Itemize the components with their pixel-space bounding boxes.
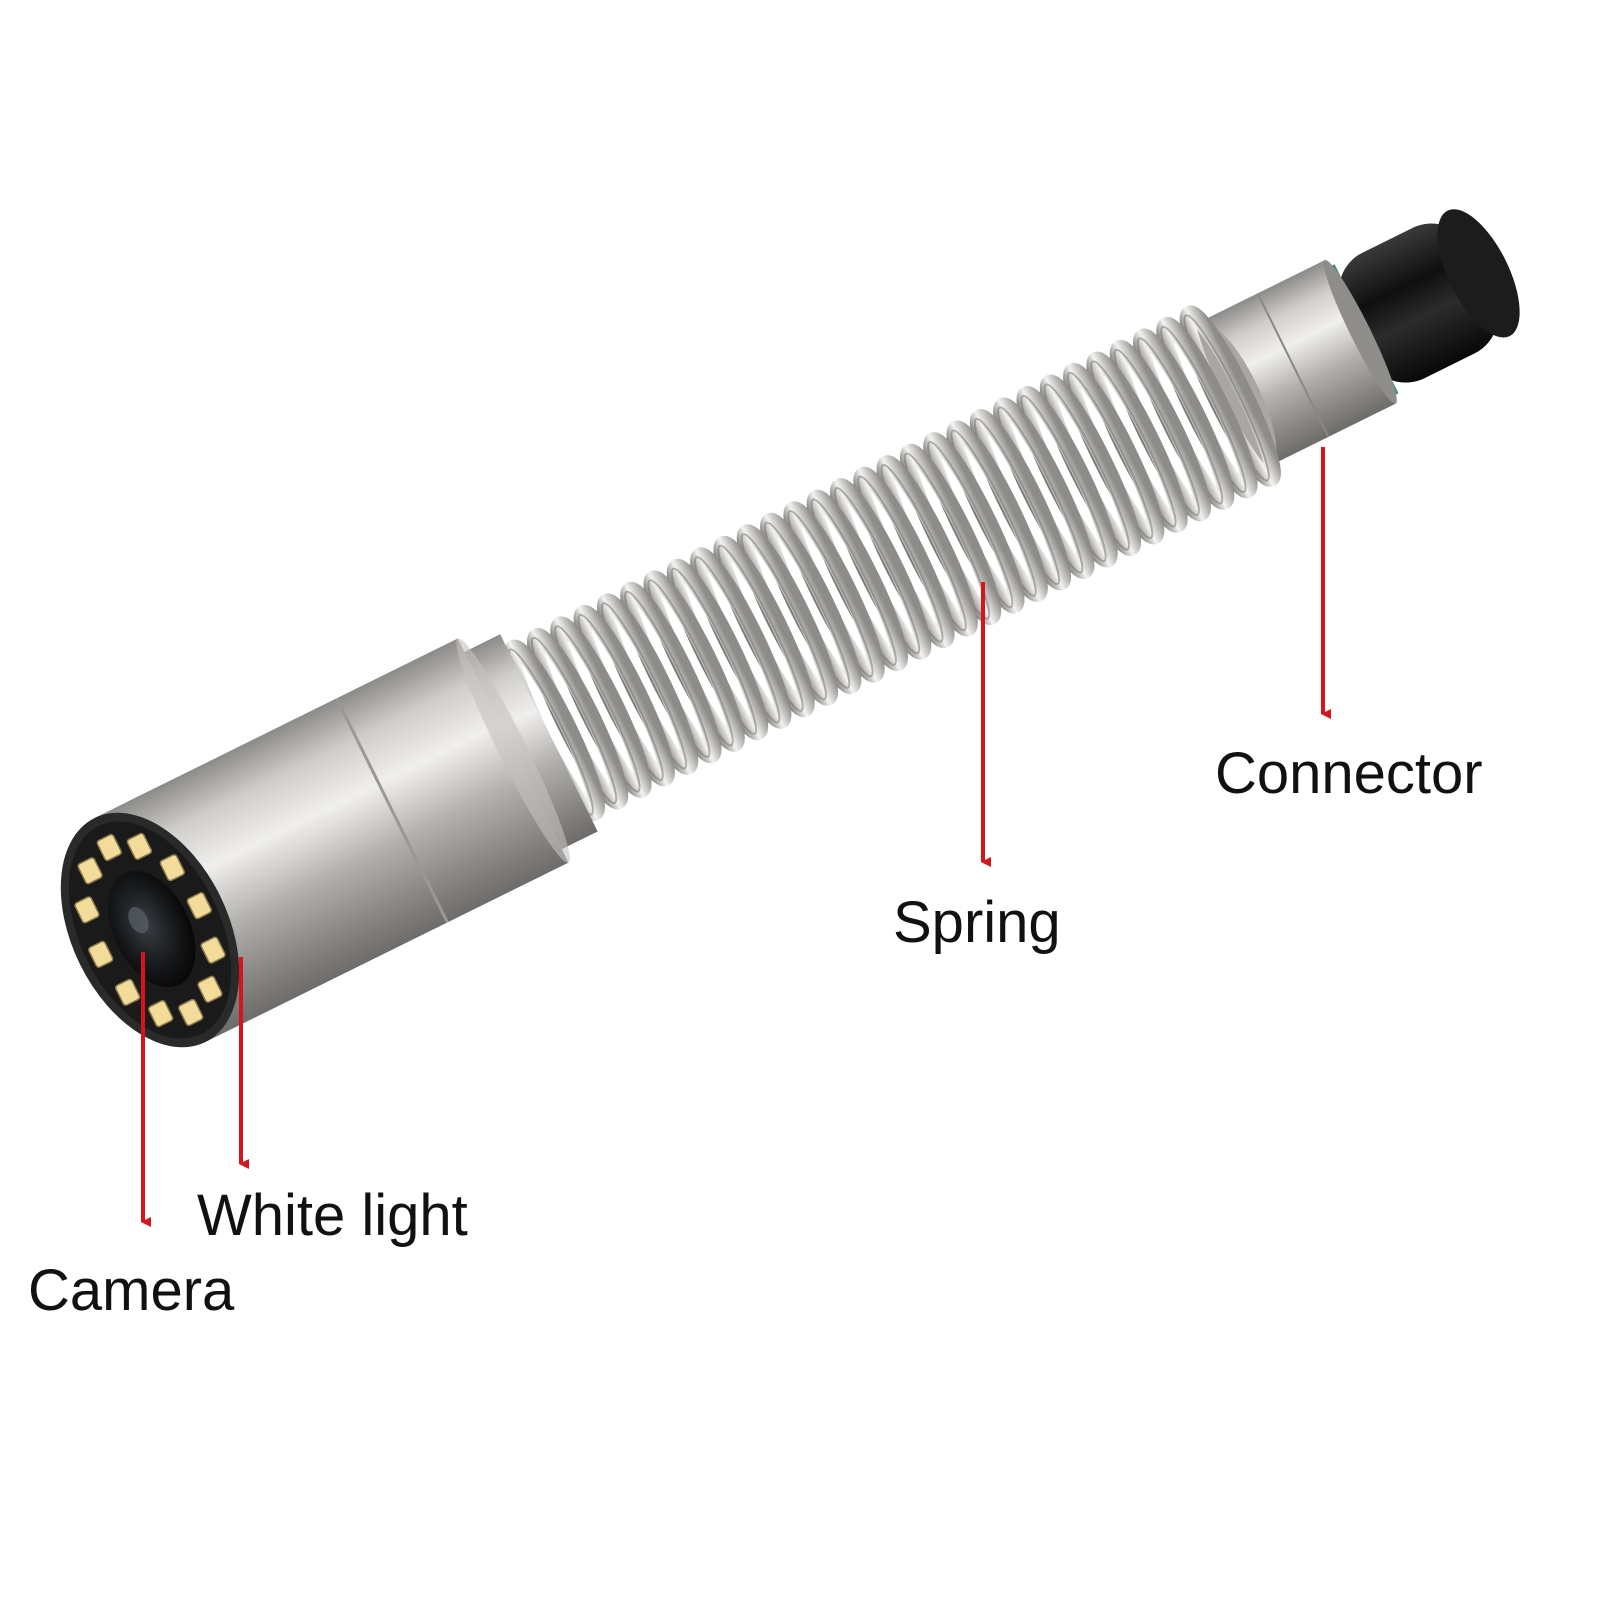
led bbox=[147, 1000, 174, 1028]
led bbox=[178, 998, 204, 1027]
led bbox=[115, 978, 141, 1006]
spring-label: Spring bbox=[893, 890, 1061, 955]
led bbox=[88, 940, 114, 968]
led bbox=[200, 936, 226, 964]
white-light-label: White light bbox=[197, 1183, 468, 1248]
led bbox=[186, 892, 212, 920]
led bbox=[77, 857, 103, 885]
probe-body bbox=[60, 209, 1520, 1048]
connector-label: Connector bbox=[1215, 741, 1483, 806]
led bbox=[74, 896, 100, 924]
led bbox=[197, 975, 223, 1003]
spring-coils bbox=[503, 305, 1281, 821]
camera-label: Camera bbox=[28, 1258, 235, 1323]
camera-lens bbox=[108, 871, 196, 988]
white-light-leds bbox=[74, 832, 226, 1028]
led bbox=[159, 854, 185, 882]
camera-front-face bbox=[60, 812, 240, 1048]
led bbox=[126, 832, 153, 860]
led bbox=[96, 833, 122, 862]
